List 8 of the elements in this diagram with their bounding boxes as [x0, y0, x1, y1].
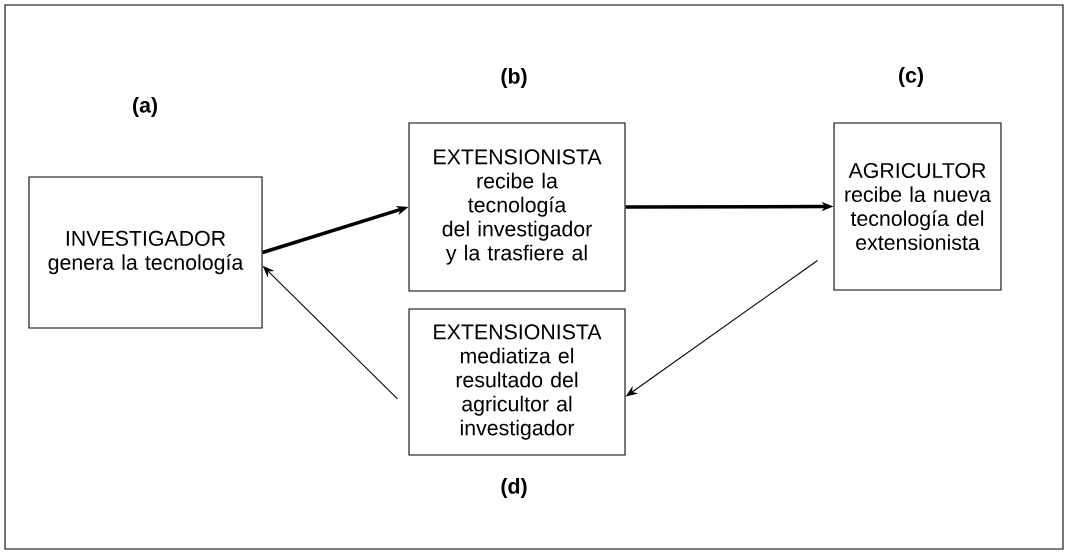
heading: (c) — [899, 67, 923, 87]
heading: (d) — [501, 478, 527, 498]
process-box: AGRICULTOR recibe la nueva tecnología del extensionista — [833, 122, 1002, 291]
process-box: EXTENSIONISTA recibe la tecnología del investigador y la trasfiere al — [408, 122, 626, 292]
heading: (a) — [133, 97, 157, 117]
process-box: EXTENSIONISTA mediatiza el resultado del agricultor al investigador — [408, 308, 626, 456]
heading: (b) — [501, 68, 527, 88]
process-box: INVESTIGADOR genera la tecnología — [28, 176, 263, 329]
